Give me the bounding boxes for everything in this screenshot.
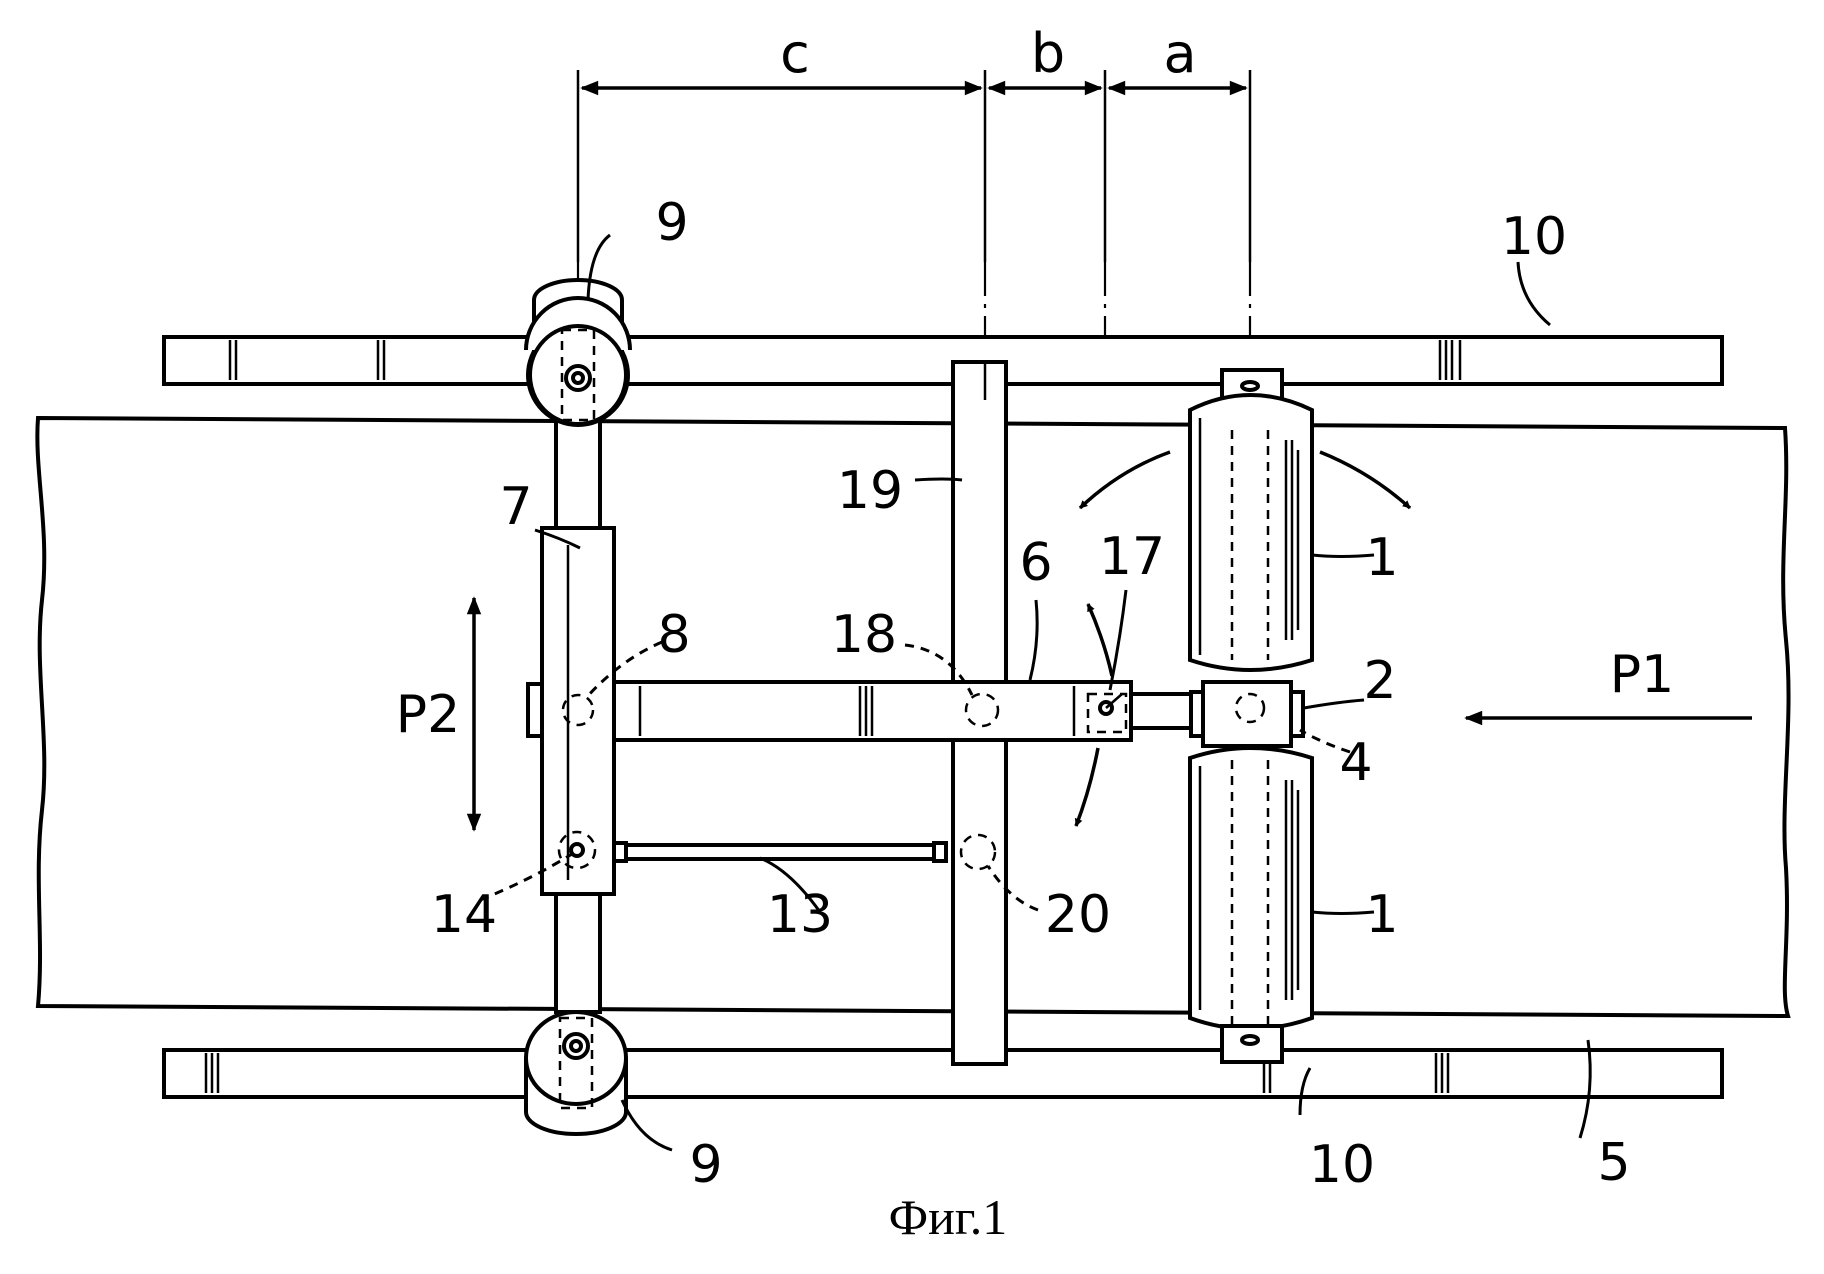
ref-10-bottom: 10 bbox=[1309, 1135, 1375, 1195]
ref-9-bottom: 9 bbox=[689, 1135, 722, 1195]
wheel-bottom bbox=[526, 1012, 626, 1134]
ref-8: 8 bbox=[657, 605, 690, 665]
ref-1-top: 1 bbox=[1365, 528, 1398, 588]
ref-10-top: 10 bbox=[1501, 207, 1567, 267]
guide-rail-top bbox=[164, 337, 1722, 384]
ref-14: 14 bbox=[431, 885, 497, 945]
wheel-top bbox=[526, 280, 630, 425]
ref-2: 2 bbox=[1363, 651, 1396, 711]
ref-1-bottom: 1 bbox=[1365, 885, 1398, 945]
guide-rail-bottom bbox=[164, 1050, 1722, 1097]
roller-bottom bbox=[1190, 748, 1312, 1062]
ref-6: 6 bbox=[1019, 533, 1052, 593]
ref-9-top: 9 bbox=[655, 193, 688, 253]
ref-7: 7 bbox=[499, 477, 532, 537]
ref-20: 20 bbox=[1045, 885, 1111, 945]
roller-top bbox=[1190, 370, 1312, 670]
dimension-b-label: b bbox=[1031, 22, 1065, 85]
ref-4: 4 bbox=[1339, 733, 1372, 793]
dimension-lines: c b a bbox=[578, 22, 1250, 355]
ref-13: 13 bbox=[767, 885, 833, 945]
ref-19: 19 bbox=[837, 461, 903, 521]
ref-p2: P2 bbox=[396, 685, 460, 745]
ref-17: 17 bbox=[1099, 527, 1165, 587]
figure-caption: Фиг.1 bbox=[889, 1189, 1008, 1245]
dimension-c-label: c bbox=[780, 22, 810, 85]
ref-p1: P1 bbox=[1610, 645, 1674, 705]
roller-holder bbox=[1191, 682, 1303, 746]
dimension-a-label: a bbox=[1163, 22, 1196, 85]
lever bbox=[563, 682, 1203, 740]
ref-18: 18 bbox=[831, 605, 897, 665]
ref-5: 5 bbox=[1597, 1133, 1630, 1193]
